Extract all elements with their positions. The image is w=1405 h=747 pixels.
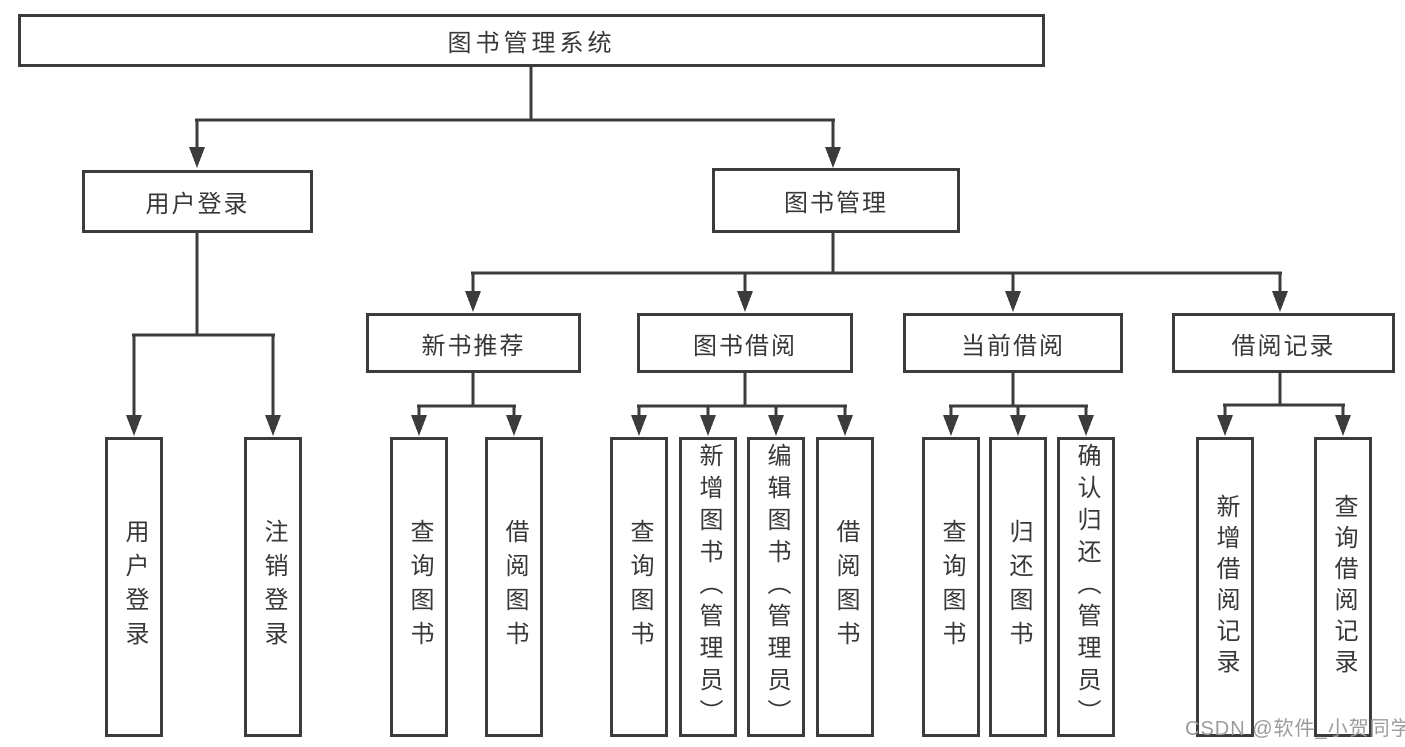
leaf-query-books-3: 查询图书 bbox=[922, 437, 980, 737]
leaf-query-books-2: 查询图书 bbox=[610, 437, 668, 737]
node-user-login: 用户登录 bbox=[82, 170, 313, 233]
node-label: 注销登录 bbox=[260, 519, 287, 655]
leaf-return-books: 归还图书 bbox=[989, 437, 1047, 737]
node-borrowing-records: 借阅记录 bbox=[1172, 313, 1395, 373]
leaf-add-books-admin: 新增图书（管理员） bbox=[679, 437, 737, 737]
node-label: 当前借阅 bbox=[961, 332, 1065, 360]
node-library-management-system: 图书管理系统 bbox=[18, 14, 1045, 67]
node-label: 查询图书 bbox=[938, 519, 965, 655]
node-label: 编辑图书（管理员） bbox=[763, 443, 790, 731]
node-label: 借阅记录 bbox=[1231, 332, 1336, 360]
node-label: 查询图书 bbox=[406, 519, 433, 655]
leaf-user-login: 用户登录 bbox=[105, 437, 163, 737]
node-label: 确认归还（管理员） bbox=[1073, 443, 1100, 731]
node-label: 用户登录 bbox=[121, 519, 148, 655]
node-label: 新书推荐 bbox=[421, 332, 526, 360]
leaf-query-borrow-record: 查询借阅记录 bbox=[1314, 437, 1372, 737]
node-new-book-recommendation: 新书推荐 bbox=[366, 313, 581, 373]
node-label: 查询借阅记录 bbox=[1330, 494, 1357, 680]
node-label: 归还图书 bbox=[1005, 519, 1032, 655]
node-label: 借阅图书 bbox=[832, 519, 859, 655]
node-label: 图书管理系统 bbox=[447, 30, 616, 57]
node-label: 查询图书 bbox=[626, 519, 653, 655]
leaf-query-books: 查询图书 bbox=[390, 437, 448, 737]
node-label: 图书借阅 bbox=[693, 332, 797, 360]
node-label: 新增图书（管理员） bbox=[695, 443, 722, 731]
node-label: 借阅图书 bbox=[501, 519, 528, 655]
node-label: 用户登录 bbox=[145, 191, 250, 218]
leaf-add-borrow-record: 新增借阅记录 bbox=[1196, 437, 1254, 737]
node-label: 图书管理 bbox=[784, 190, 888, 217]
node-label: 新增借阅记录 bbox=[1212, 494, 1239, 680]
watermark-text: CSDN @软件_小贺同学 bbox=[1185, 718, 1405, 740]
node-current-borrowing: 当前借阅 bbox=[903, 313, 1123, 373]
leaf-borrow-books-2: 借阅图书 bbox=[816, 437, 874, 737]
node-book-borrowing: 图书借阅 bbox=[637, 313, 853, 373]
leaf-confirm-return-admin: 确认归还（管理员） bbox=[1057, 437, 1115, 737]
leaf-logout: 注销登录 bbox=[244, 437, 302, 737]
leaf-edit-books-admin: 编辑图书（管理员） bbox=[747, 437, 805, 737]
leaf-borrow-books: 借阅图书 bbox=[485, 437, 543, 737]
node-book-management: 图书管理 bbox=[712, 168, 960, 233]
